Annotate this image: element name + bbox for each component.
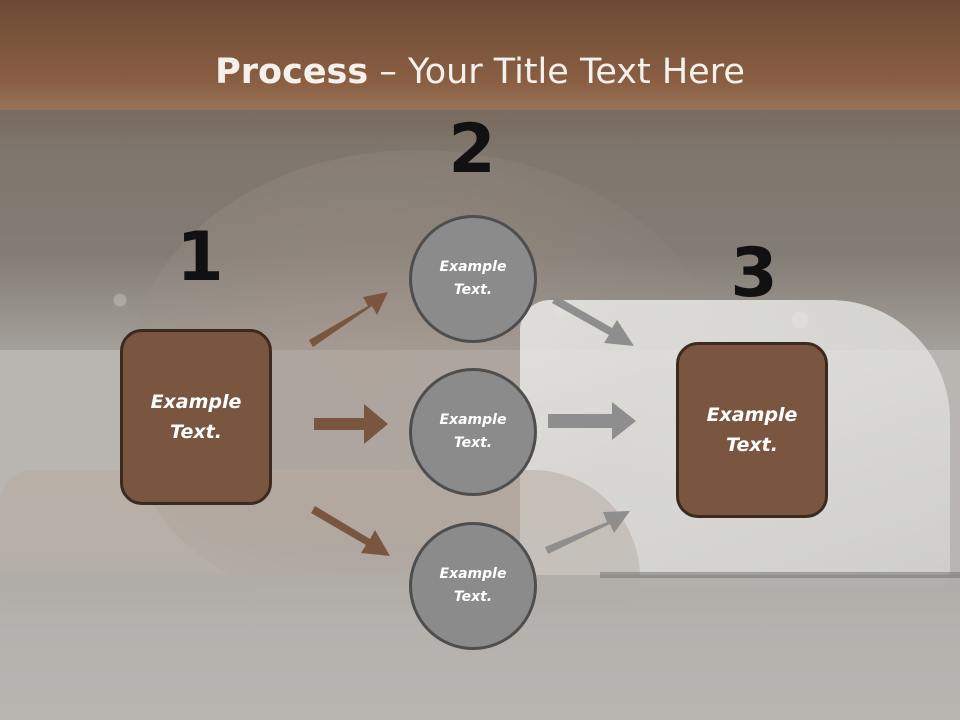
circle-bottom: Example Text.	[409, 522, 537, 650]
right-box-text: Example Text.	[707, 400, 798, 460]
arrow-left-to-top	[309, 292, 388, 347]
arrow-left-to-middle	[314, 404, 388, 444]
circle-top-line1: Example	[439, 259, 507, 275]
circle-top-text: Example Text.	[440, 256, 507, 302]
arrow-left-to-bottom	[311, 506, 390, 556]
arrow-top-to-right	[552, 296, 634, 346]
left-box-text: Example Text.	[151, 387, 242, 447]
right-box-line2: Text.	[726, 434, 778, 456]
step-number-2: 2	[448, 110, 496, 189]
circle-middle-text: Example Text.	[440, 409, 507, 455]
circle-top: Example Text.	[409, 215, 537, 343]
left-box-line2: Text.	[170, 421, 222, 443]
arrow-bottom-to-right	[545, 511, 630, 554]
title-bold: Process	[215, 52, 369, 92]
circle-bottom-line1: Example	[439, 566, 507, 582]
circle-bottom-text: Example Text.	[440, 563, 507, 609]
circle-top-line2: Text.	[453, 282, 493, 298]
step-number-1: 1	[176, 218, 224, 297]
slide-title: Process – Your Title Text Here	[0, 52, 960, 92]
background-ledge	[600, 572, 960, 578]
right-step-box: Example Text.	[676, 342, 828, 518]
circle-middle-line1: Example	[439, 412, 507, 428]
title-rest: – Your Title Text Here	[368, 52, 745, 92]
arrow-middle-to-right	[548, 402, 636, 440]
right-box-line1: Example	[706, 404, 798, 426]
gray-arrows	[545, 296, 636, 554]
left-box-line1: Example	[150, 391, 242, 413]
brown-arrows	[309, 292, 390, 556]
circle-bottom-line2: Text.	[453, 589, 493, 605]
circle-middle: Example Text.	[409, 368, 537, 496]
circle-middle-line2: Text.	[453, 435, 493, 451]
left-step-box: Example Text.	[120, 329, 272, 505]
step-number-3: 3	[730, 234, 778, 313]
